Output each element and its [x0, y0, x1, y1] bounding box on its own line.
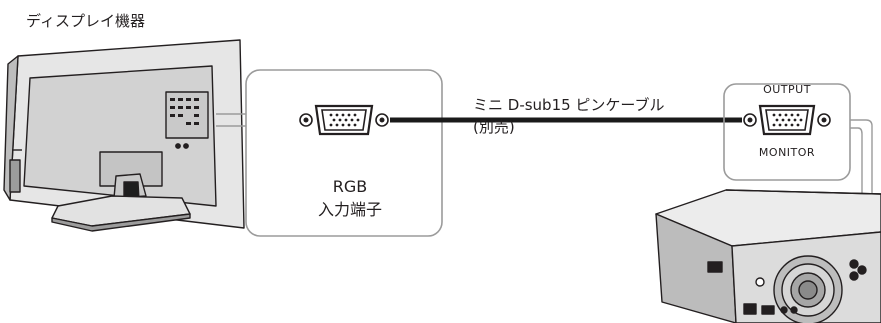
vga-plug-icon — [743, 104, 831, 136]
output-callout-frame — [723, 83, 851, 181]
display-device-label: ディスプレイ機器 — [26, 12, 145, 30]
rgb-input-callout-frame — [245, 69, 443, 237]
rgb-port-label: RGB — [332, 177, 368, 196]
tv-display-icon — [3, 39, 245, 232]
vga-port-icon — [299, 104, 389, 136]
projector-icon — [655, 189, 881, 323]
cable-optional-label: (別売) — [473, 118, 515, 136]
monitor-port-label: MONITOR — [758, 146, 816, 159]
input-terminal-label: 入力端子 — [317, 200, 382, 219]
cable-name-label: ミニ D-sub15 ピンケーブル — [473, 96, 665, 114]
output-port-label: OUTPUT — [763, 83, 811, 96]
